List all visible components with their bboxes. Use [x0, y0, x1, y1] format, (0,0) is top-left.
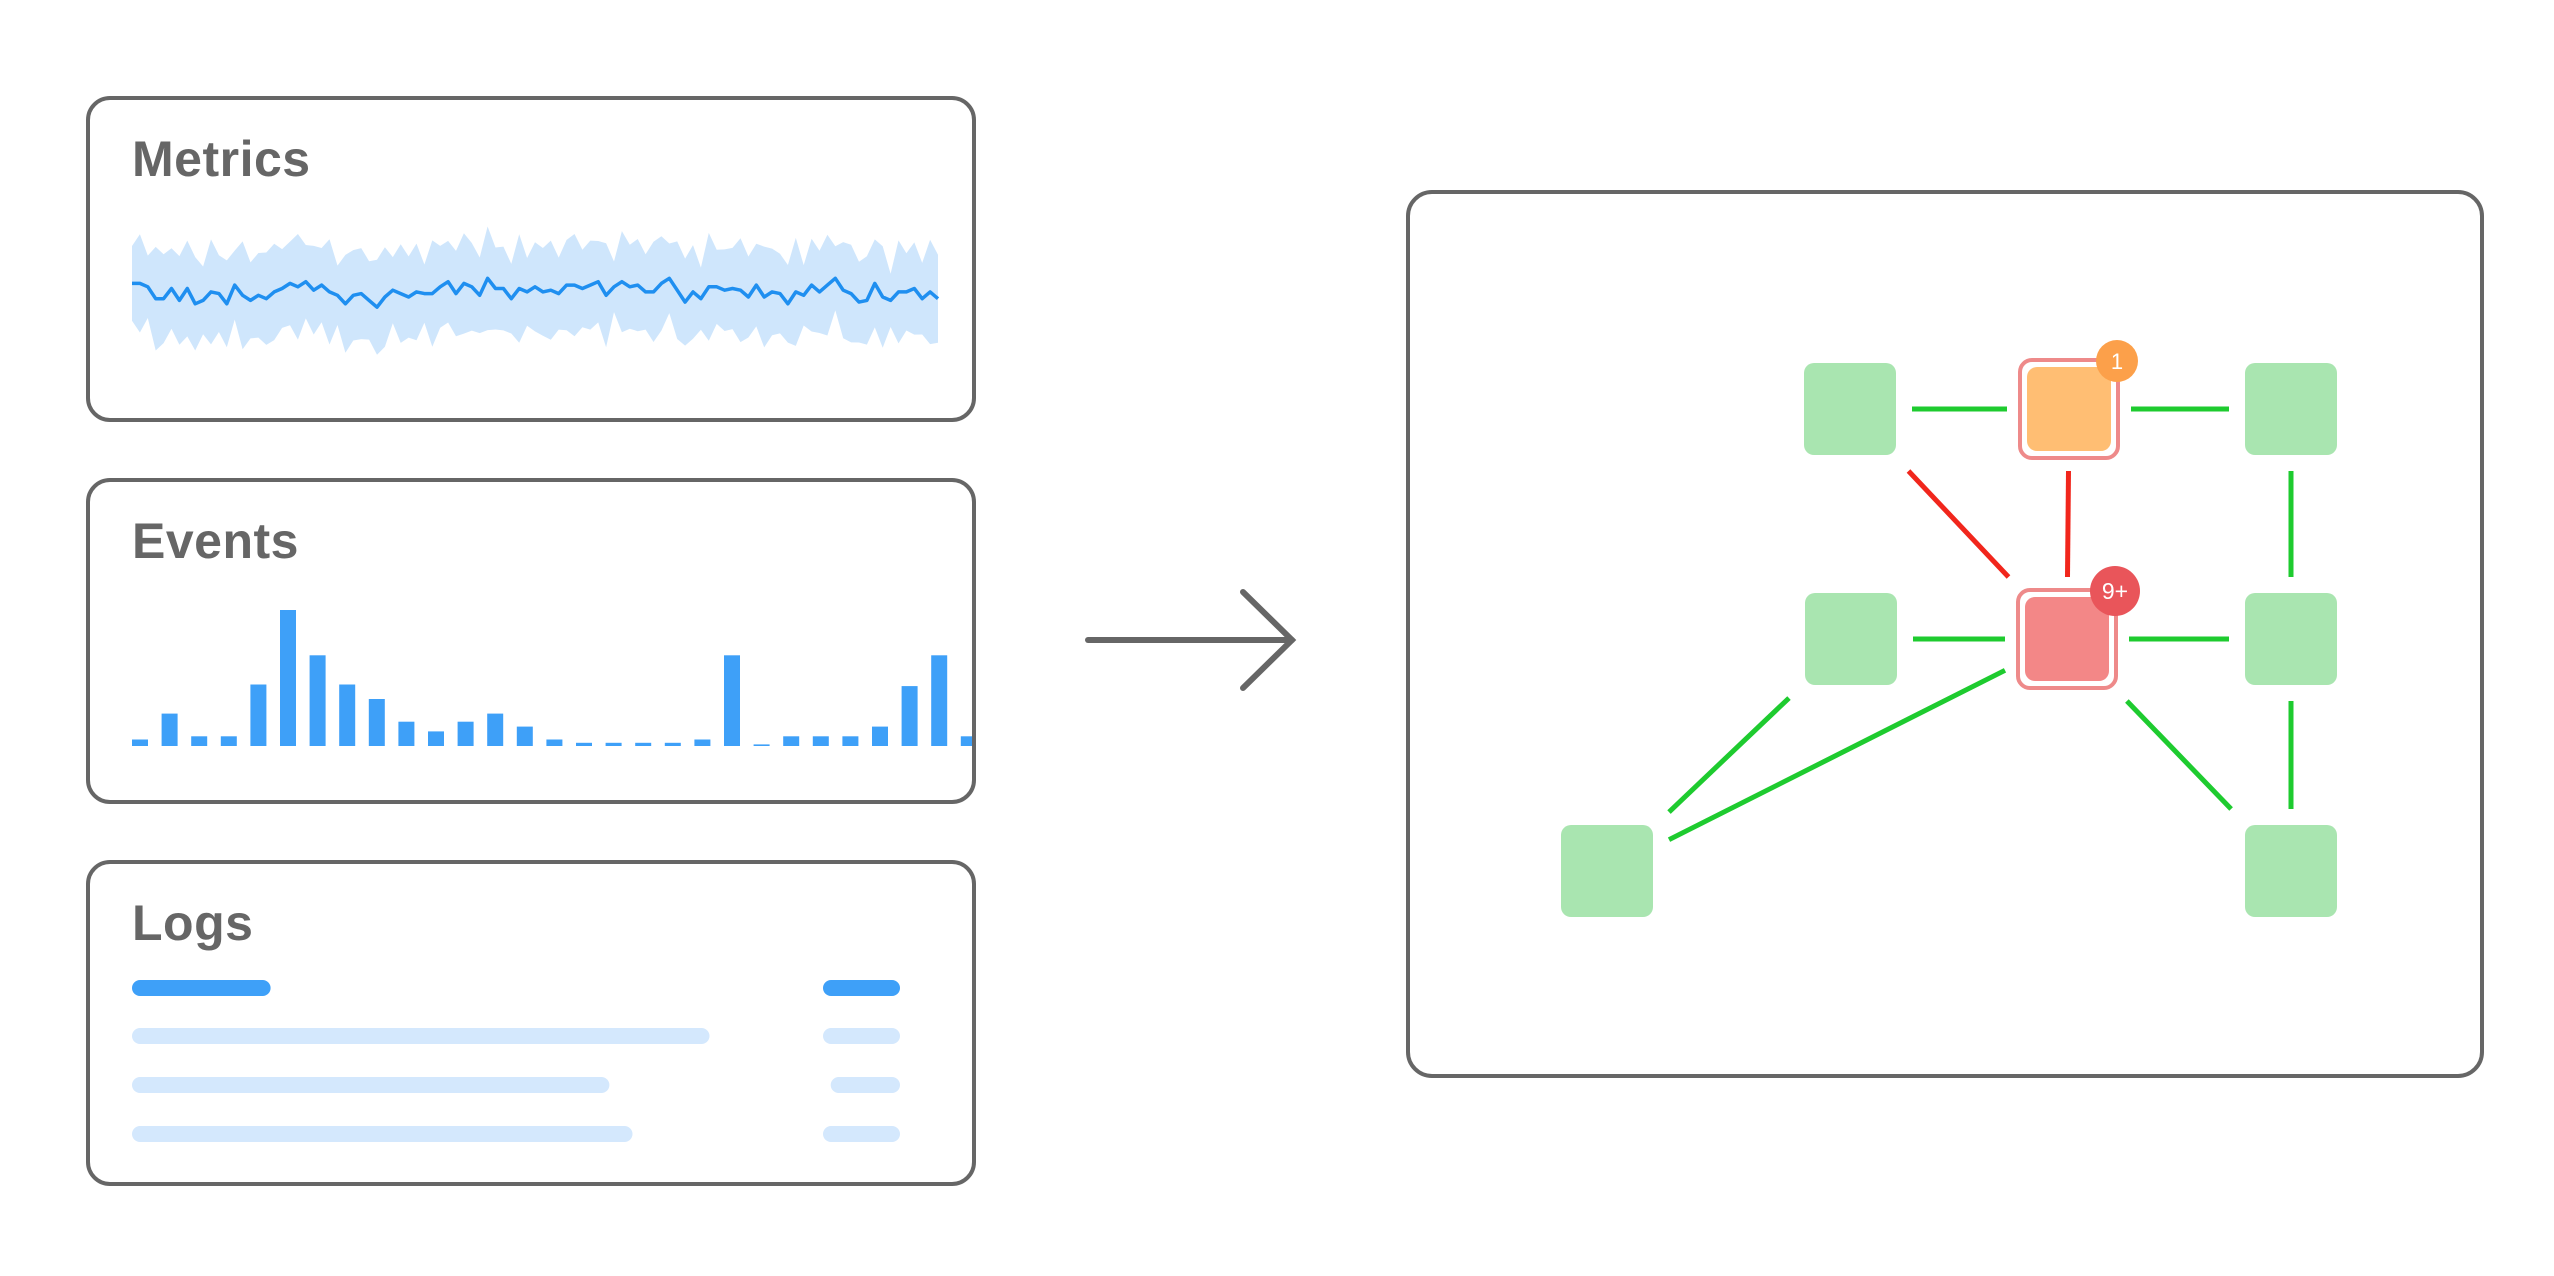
log-row-bar: [823, 1126, 900, 1142]
event-bar: [250, 684, 267, 746]
event-bar: [901, 686, 918, 746]
event-bar: [724, 655, 740, 746]
log-row-bar: [132, 1126, 633, 1142]
logs-list: [132, 980, 900, 1142]
service-graph-panel: 1 9+: [1406, 190, 2484, 1078]
alert-badge-count: 1: [2111, 349, 2123, 374]
node-alert-ring: [2016, 588, 2118, 690]
metrics-band: [132, 226, 938, 355]
logs-header-bar: [823, 980, 900, 996]
alert-badge: [2096, 340, 2138, 382]
event-bar: [664, 742, 681, 746]
event-bar: [161, 713, 178, 746]
metrics-panel: Metrics: [86, 96, 976, 422]
event-bar: [220, 736, 237, 746]
logs-title: Logs: [132, 895, 254, 951]
edge-n5-n7: [1667, 668, 2007, 842]
event-bar: [487, 713, 504, 746]
event-bar: [398, 721, 415, 746]
edge-n1-n5: [1906, 469, 2011, 579]
event-bar: [309, 655, 326, 746]
event-bar: [132, 739, 148, 746]
event-bar: [546, 739, 563, 746]
service-graph: 1 9+: [1561, 340, 2337, 917]
event-bar: [783, 736, 800, 746]
event-bar: [960, 736, 972, 746]
event-bar: [753, 744, 770, 746]
event-bar: [280, 610, 296, 746]
right-arrow-icon: [1085, 589, 1297, 691]
event-bar: [576, 742, 592, 746]
service-node-n8[interactable]: [2245, 825, 2337, 917]
node-alert-ring: [2018, 358, 2120, 460]
metrics-title: Metrics: [132, 131, 311, 187]
service-node-n6[interactable]: [2245, 593, 2337, 685]
logs-header-bar: [132, 980, 271, 996]
service-node-n4[interactable]: [1805, 593, 1897, 685]
events-title: Events: [132, 513, 299, 569]
event-bar: [812, 736, 829, 746]
log-row-bar: [823, 1028, 900, 1044]
service-node-n3[interactable]: [2245, 363, 2337, 455]
event-bar: [457, 721, 474, 746]
event-bar: [842, 736, 859, 746]
events-panel: Events: [86, 478, 976, 804]
events-chart: [132, 610, 972, 746]
event-bar: [191, 736, 208, 746]
event-bar: [872, 726, 888, 746]
log-row-bar: [132, 1028, 710, 1044]
event-bar: [516, 726, 533, 746]
event-bar: [694, 739, 711, 746]
event-bar: [635, 742, 652, 746]
event-bar: [368, 699, 385, 746]
alert-badge-count: 9+: [2102, 578, 2128, 604]
log-row-bar: [132, 1077, 610, 1093]
event-bar: [339, 684, 356, 746]
service-node-n2[interactable]: [2027, 367, 2111, 451]
edge-n5-n8: [2125, 699, 2233, 811]
alert-badge: [2090, 566, 2140, 616]
event-bar: [605, 742, 622, 746]
service-node-n5[interactable]: [2025, 597, 2109, 681]
edge-n4-n7: [1667, 696, 1791, 814]
metrics-chart: [132, 226, 940, 355]
metrics-line: [132, 276, 940, 309]
event-bar: [931, 655, 948, 746]
service-node-n7[interactable]: [1561, 825, 1653, 917]
service-node-n1[interactable]: [1804, 363, 1896, 455]
logs-panel: Logs: [86, 860, 976, 1186]
event-bar: [428, 731, 444, 746]
edge-n2-n5: [2065, 470, 2071, 578]
log-row-bar: [830, 1077, 900, 1093]
